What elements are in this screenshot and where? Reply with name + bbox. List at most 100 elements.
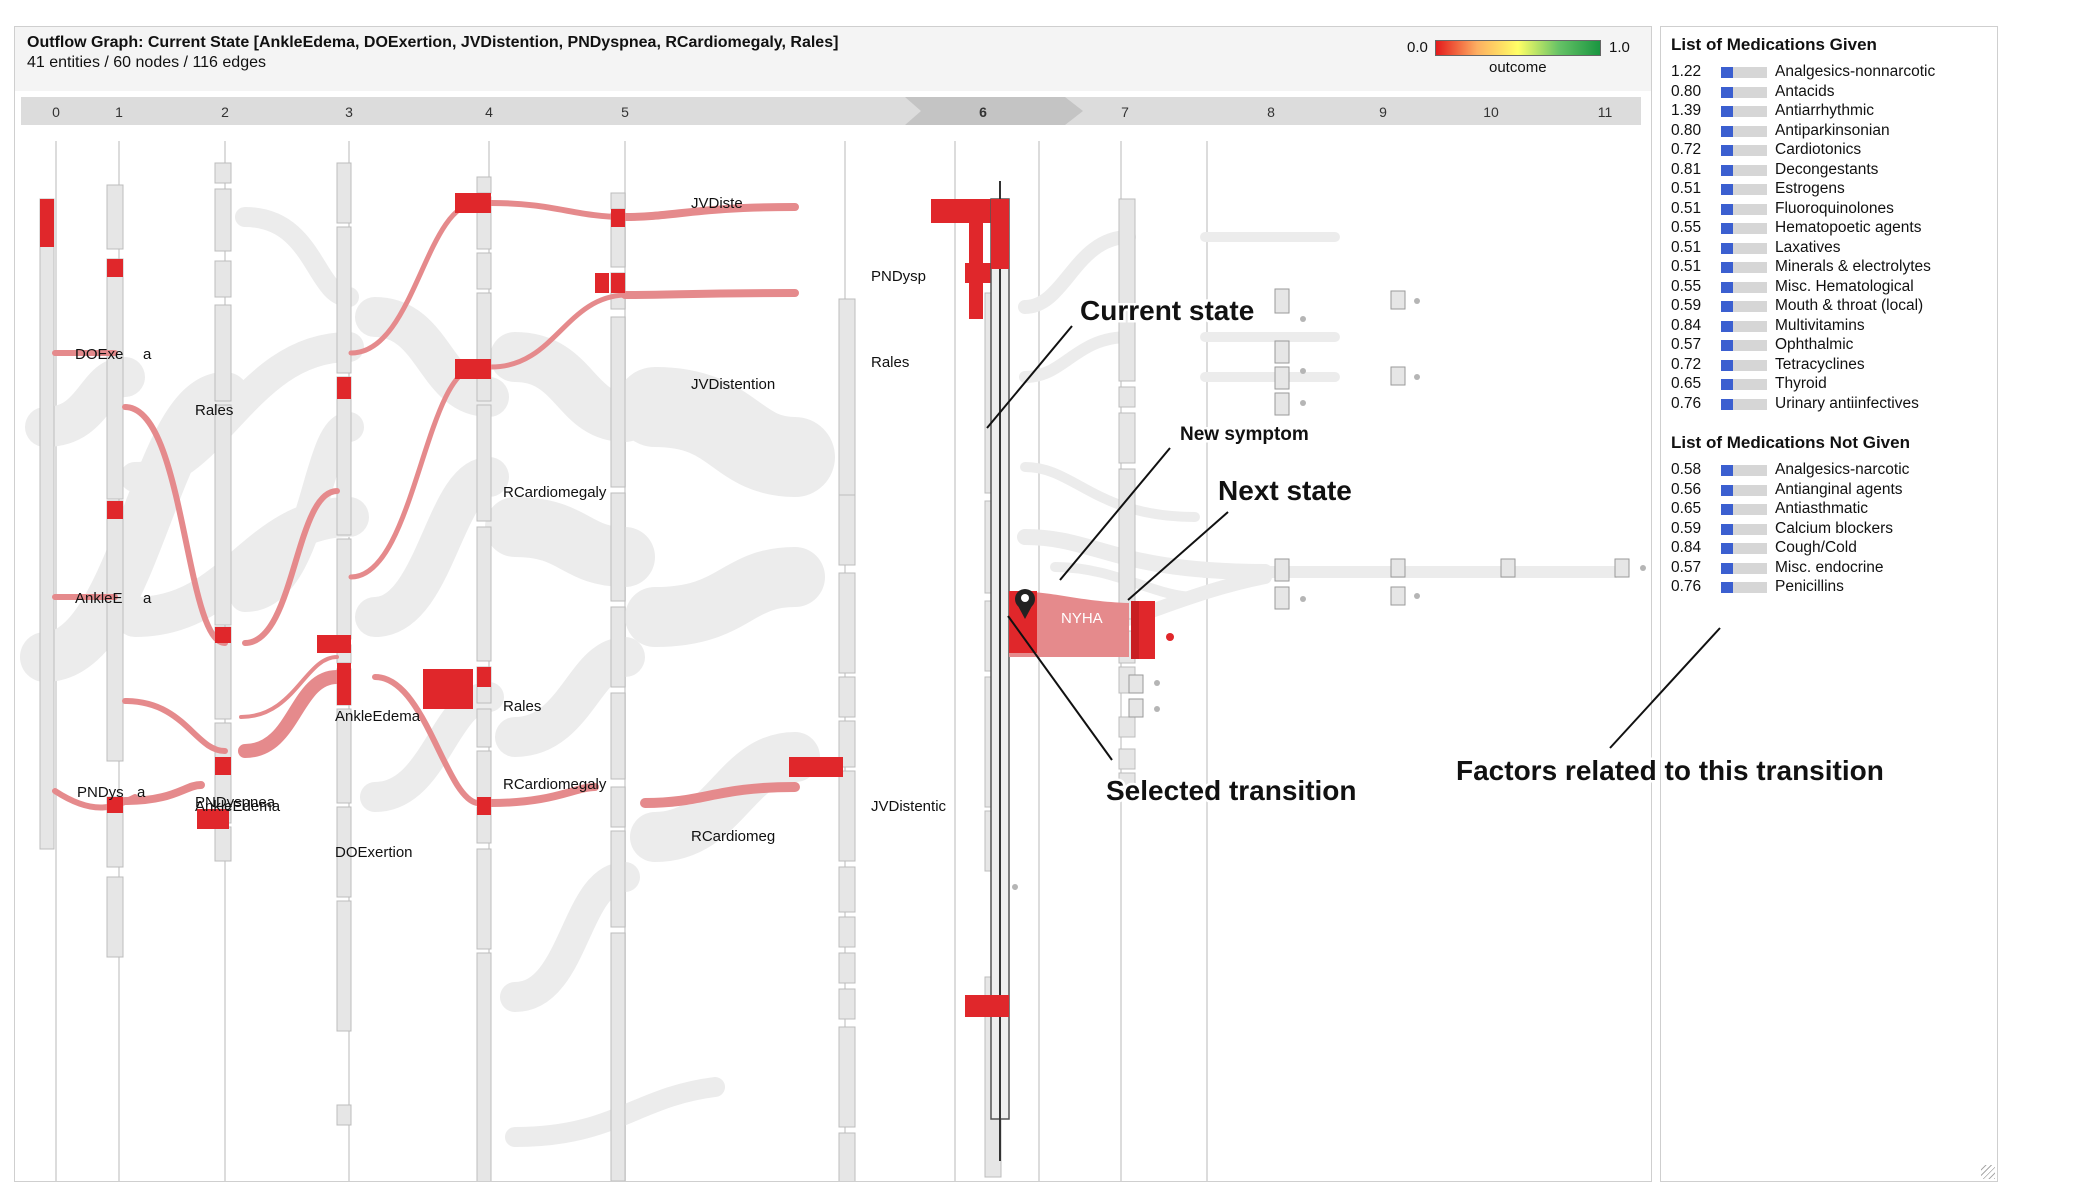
resize-handle[interactable] bbox=[1981, 1165, 1995, 1179]
timestep-8[interactable]: 8 bbox=[1267, 104, 1275, 120]
timestep-10[interactable]: 10 bbox=[1483, 104, 1499, 120]
medication-bar bbox=[1721, 203, 1767, 215]
medication-value: 0.65 bbox=[1671, 375, 1702, 392]
medication-bar-fill bbox=[1721, 164, 1733, 176]
timestep-6[interactable]: 6 bbox=[979, 104, 987, 120]
medication-row[interactable]: 0.59 Mouth & throat (local) bbox=[1671, 297, 1991, 316]
medication-value: 0.56 bbox=[1671, 480, 1702, 498]
medication-value: 1.22 bbox=[1671, 63, 1702, 80]
medication-row[interactable]: 0.80 Antiparkinsonian bbox=[1671, 122, 1991, 141]
timestep-labels: 0 1 2 3 4 5 6 7 8 9 10 11 bbox=[52, 104, 1612, 120]
medication-bar bbox=[1721, 145, 1767, 156]
node-label: Rales bbox=[503, 698, 541, 715]
highlighted-nodes[interactable] bbox=[40, 193, 995, 829]
medication-name: Cardiotonics bbox=[1775, 141, 1862, 158]
medication-bar bbox=[1721, 484, 1767, 496]
node-label: JVDistentic bbox=[871, 798, 947, 815]
medication-value: 0.58 bbox=[1671, 461, 1702, 478]
timestep-1[interactable]: 1 bbox=[115, 104, 123, 120]
medication-bar-fill bbox=[1721, 67, 1733, 78]
medication-bar bbox=[1721, 184, 1767, 195]
timestep-11[interactable]: 11 bbox=[1598, 104, 1613, 120]
medication-row[interactable]: 0.72 Cardiotonics bbox=[1671, 141, 1991, 160]
timestep-0[interactable]: 0 bbox=[52, 104, 60, 120]
meds-given-title: List of Medications Given bbox=[1671, 35, 1877, 54]
medication-value: 0.72 bbox=[1671, 355, 1702, 373]
node-label: AnkleE bbox=[75, 590, 123, 607]
timestep-7[interactable]: 7 bbox=[1121, 104, 1129, 120]
timestep-5[interactable]: 5 bbox=[621, 104, 629, 120]
medication-name: Penicillins bbox=[1775, 578, 1844, 595]
medication-bar-fill bbox=[1721, 562, 1733, 574]
node-label: a bbox=[137, 784, 146, 801]
medication-bar bbox=[1721, 242, 1767, 254]
highlighted-flows[interactable] bbox=[52, 200, 800, 811]
medication-name: Misc. Hematological bbox=[1775, 277, 1914, 295]
meds-not-given-title: List of Medications Not Given bbox=[1671, 433, 1910, 452]
medication-name: Antiparkinsonian bbox=[1775, 121, 1890, 139]
timestep-2[interactable]: 2 bbox=[221, 104, 229, 120]
node-label: NYHA bbox=[1061, 610, 1103, 627]
medication-value: 0.55 bbox=[1671, 219, 1702, 236]
future-nodes[interactable] bbox=[1128, 288, 1630, 718]
medication-bar-fill bbox=[1721, 301, 1733, 312]
timestep-4[interactable]: 4 bbox=[485, 104, 493, 120]
medication-bar bbox=[1721, 543, 1767, 554]
node-label: DOExertion bbox=[335, 844, 413, 861]
timestep-9[interactable]: 9 bbox=[1379, 104, 1387, 120]
legend-title: outcome bbox=[1489, 59, 1547, 76]
medication-value: 0.57 bbox=[1671, 336, 1702, 353]
timeline-bar[interactable]: 0 1 2 3 4 5 6 7 8 9 10 11 bbox=[21, 97, 1641, 125]
node-label: DOExe bbox=[75, 346, 123, 363]
legend-max-label: 1.0 bbox=[1609, 39, 1630, 56]
medication-value: 0.59 bbox=[1671, 297, 1702, 314]
medication-bar bbox=[1721, 340, 1767, 351]
medication-value: 0.80 bbox=[1671, 121, 1702, 139]
graph-title: Outflow Graph: Current State [AnkleEdema… bbox=[27, 34, 839, 51]
medication-bar bbox=[1721, 523, 1767, 535]
medication-bar bbox=[1721, 125, 1767, 137]
medication-bar bbox=[1721, 359, 1767, 371]
medication-bar bbox=[1721, 223, 1767, 234]
medication-bar bbox=[1721, 582, 1767, 593]
medication-bar-fill bbox=[1721, 184, 1733, 195]
timestep-3[interactable]: 3 bbox=[345, 104, 353, 120]
graph-header: Outflow Graph: Current State [AnkleEdema… bbox=[15, 27, 1651, 91]
medication-value: 0.51 bbox=[1671, 199, 1702, 217]
medication-bar bbox=[1721, 67, 1767, 78]
medication-bar-fill bbox=[1721, 398, 1733, 410]
medication-bar-fill bbox=[1721, 281, 1733, 293]
medication-name: Estrogens bbox=[1775, 180, 1845, 197]
medication-value: 0.84 bbox=[1671, 539, 1702, 556]
medication-bar-fill bbox=[1721, 86, 1733, 98]
medication-value: 0.72 bbox=[1671, 141, 1702, 158]
medication-bar bbox=[1721, 398, 1767, 410]
node-label: a bbox=[143, 590, 152, 607]
medication-name: Mouth & throat (local) bbox=[1775, 297, 1924, 314]
node-label: RCardiomegaly bbox=[503, 484, 607, 501]
medication-bar-fill bbox=[1721, 242, 1733, 254]
medication-value: 0.84 bbox=[1671, 316, 1702, 334]
